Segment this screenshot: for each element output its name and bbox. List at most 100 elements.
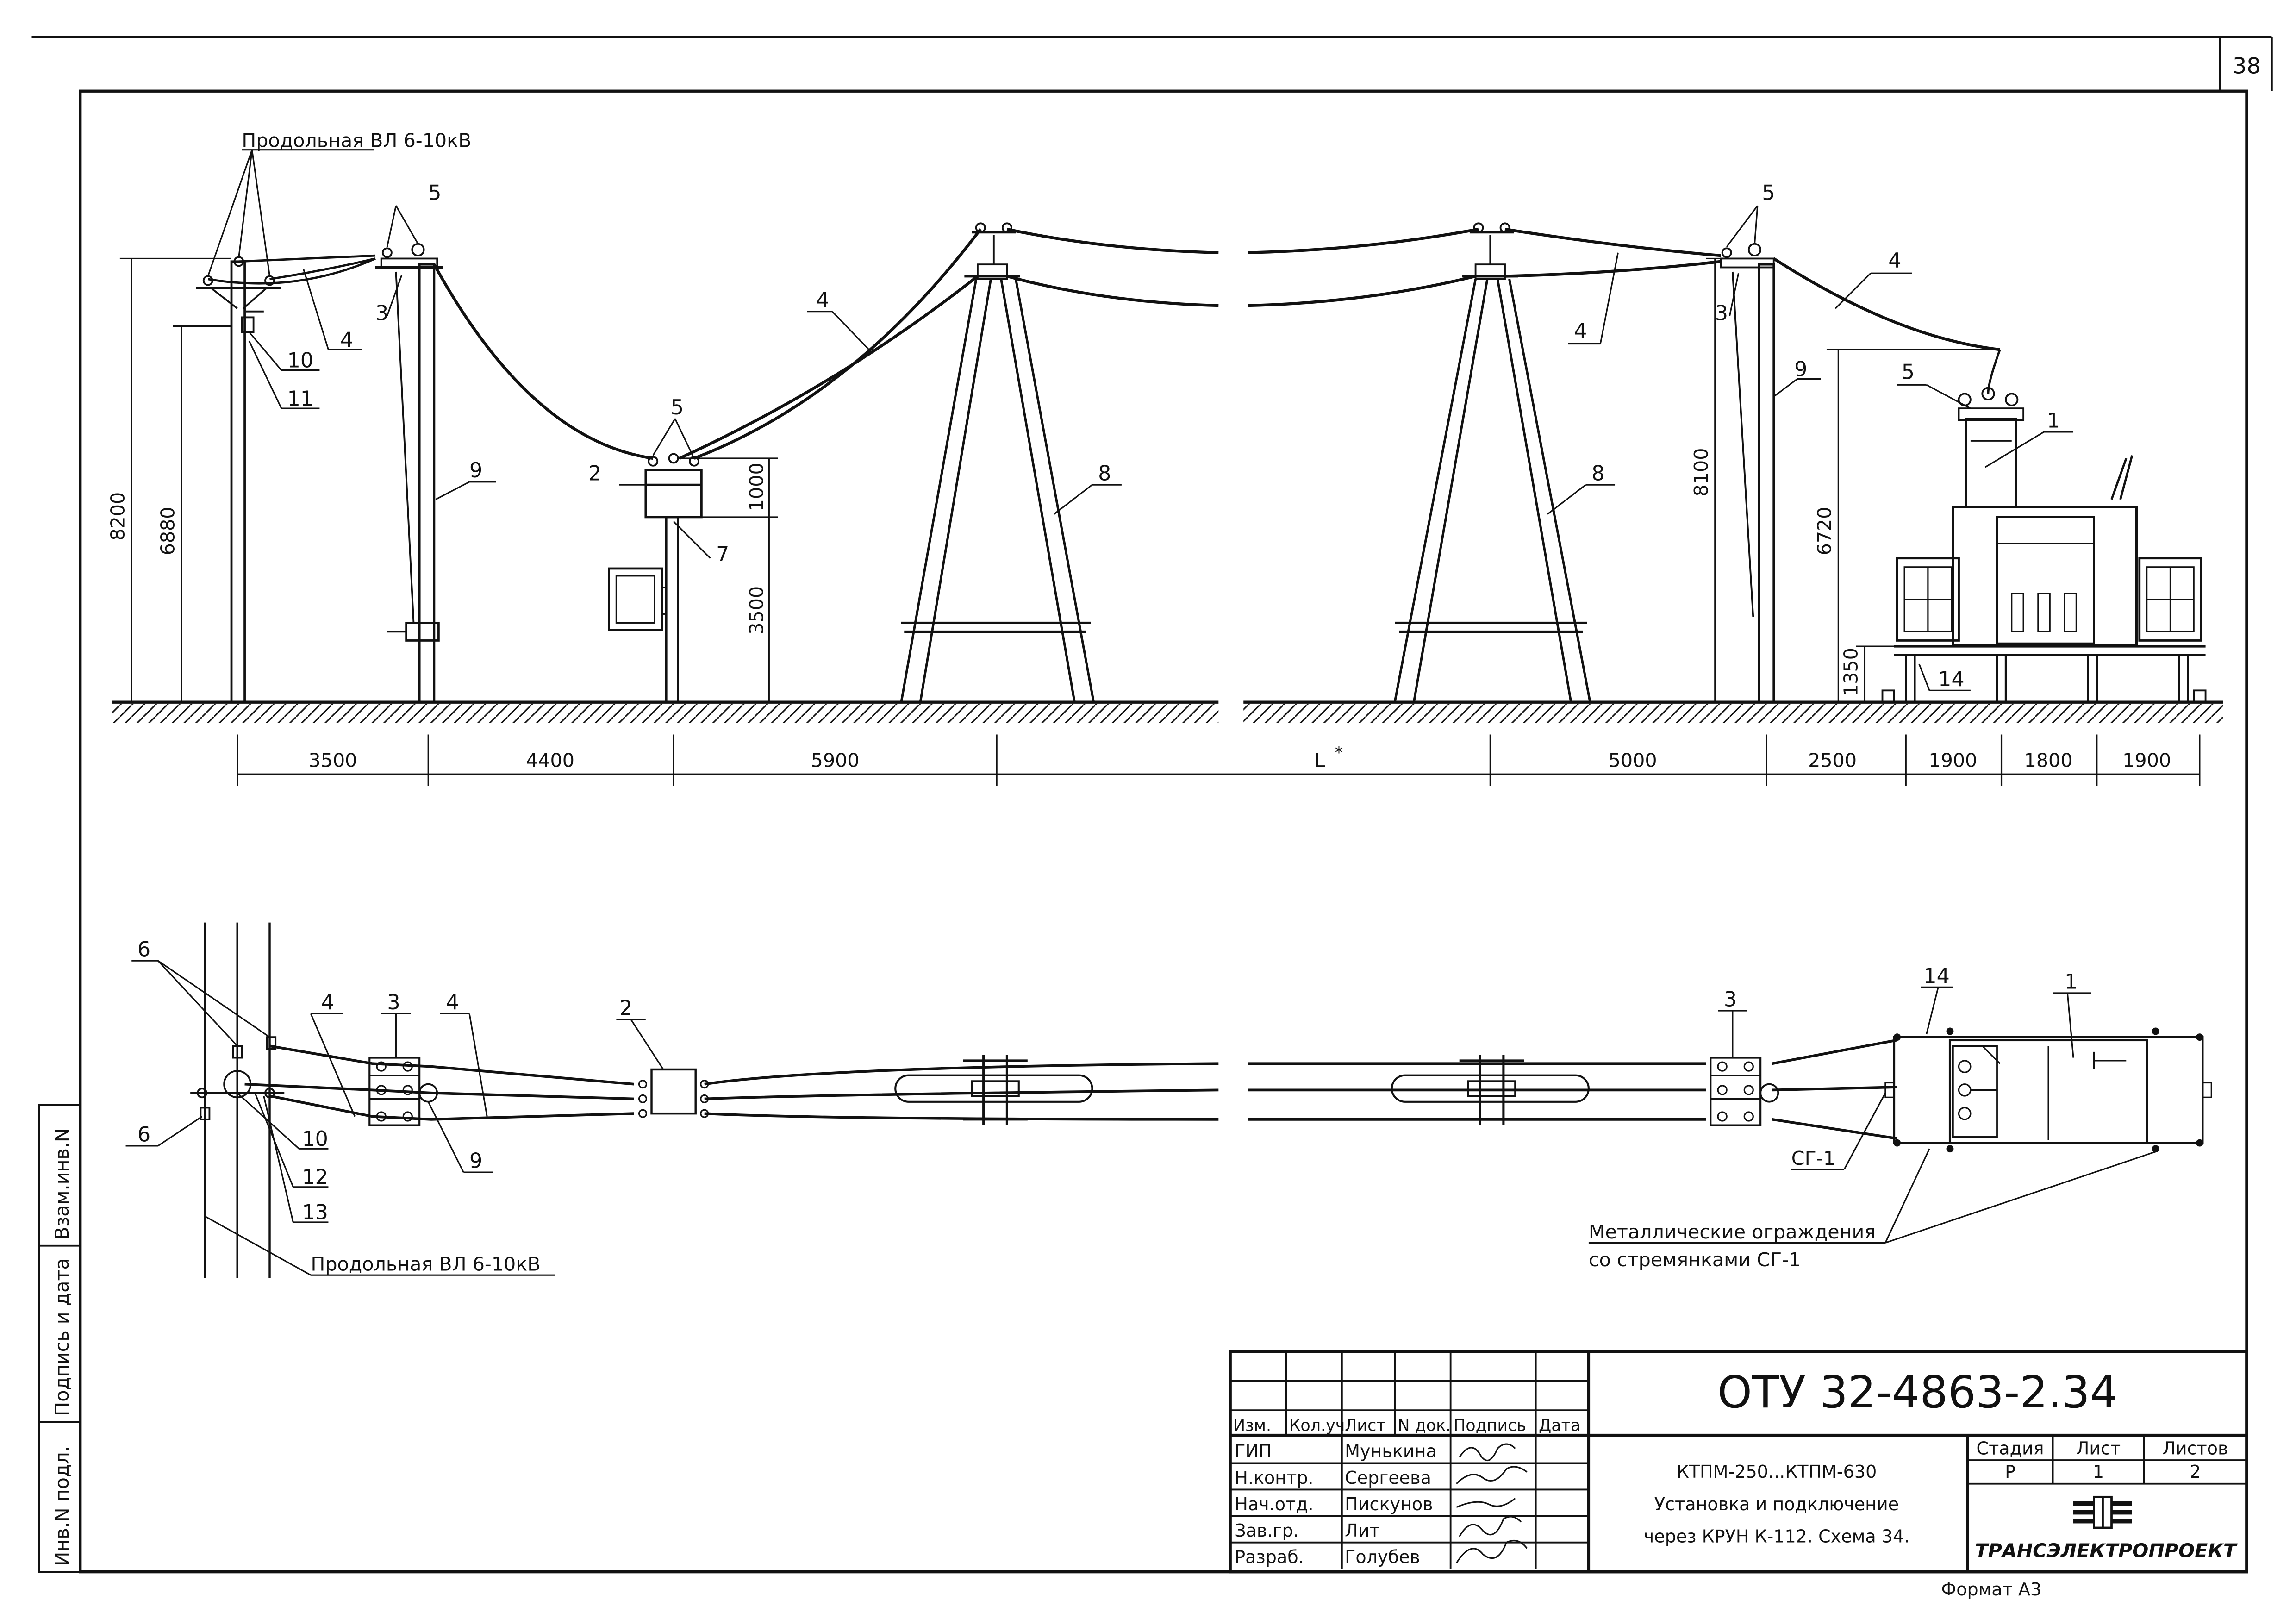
span-1800: 1800 — [2024, 749, 2073, 771]
plan-main-line — [190, 922, 285, 1278]
callout-2: 2 — [588, 462, 601, 486]
a-frame-support-right — [1393, 222, 1591, 703]
plan-disconnector-right — [1710, 1057, 1779, 1126]
krun-cabinet — [608, 453, 703, 704]
side-stamp-replace: Взам.инв.N — [51, 1128, 73, 1240]
callout-4d: 4 — [1888, 249, 1901, 272]
span-2500: 2500 — [1808, 749, 1857, 771]
callout-5a: 5 — [428, 181, 441, 205]
company-name: ТРАНСЭЛЕКТРОПРОЕКТ — [1975, 1539, 2238, 1562]
span-l-mark: * — [1335, 744, 1343, 762]
plan-ktpm — [1884, 1027, 2212, 1153]
side-stamp-sign: Подпись и дата — [51, 1258, 73, 1416]
callout-10: 10 — [287, 349, 314, 372]
span-1900a: 1900 — [1928, 749, 1977, 771]
company-logo-icon — [2073, 1495, 2132, 1529]
role-gip: ГИП — [1235, 1441, 1272, 1462]
stage-label: Стадия — [1977, 1438, 2044, 1458]
span-1900b: 1900 — [2122, 749, 2171, 771]
signatures — [1455, 1443, 1528, 1563]
line-label-elevation: Продольная ВЛ 6-10кВ — [242, 129, 471, 151]
plan-disconnector-left — [368, 1057, 438, 1126]
plan-callout-6a: 6 — [137, 938, 150, 962]
plan-callout-sg1: СГ-1 — [1791, 1147, 1835, 1169]
height-8200: 8200 — [106, 492, 129, 541]
fence-note-2: со стремянками СГ-1 — [1589, 1249, 1801, 1271]
elevation-callouts: Продольная ВЛ 6-10кВ 5 3 4 10 11 9 2 — [207, 129, 2074, 691]
elevation-dimensions: 8200 6880 1000 3500 8100 6720 1350 — [106, 257, 2201, 786]
fence-note-1: Металлические ограждения — [1589, 1221, 1876, 1243]
height-1350: 1350 — [1840, 648, 1862, 696]
plan-callout-10: 10 — [302, 1127, 328, 1151]
desc-line-1: КТПМ-250...КТПМ-630 — [1677, 1462, 1877, 1482]
sheet-value: 1 — [2093, 1462, 2104, 1482]
side-stamp-inv: Инв.N подл. — [51, 1446, 73, 1566]
line-label-plan: Продольная ВЛ 6-10кВ — [311, 1253, 540, 1275]
hdr-izm: Изм. — [1233, 1417, 1271, 1435]
callout-7: 7 — [716, 543, 729, 566]
height-8100: 8100 — [1690, 448, 1712, 497]
title-block: Изм. Кол.уч. Лист N док. Подпись Дата ГИ… — [1229, 1350, 2248, 1600]
a-frame-support-left — [900, 222, 1095, 703]
name-nachotd: Пискунов — [1345, 1494, 1433, 1514]
stage-value: Р — [2005, 1462, 2015, 1482]
height-6880: 6880 — [156, 506, 179, 555]
plan-callout-13: 13 — [302, 1201, 328, 1225]
callout-5b: 5 — [671, 396, 684, 419]
plan-branch-conductors — [244, 1038, 1897, 1140]
ktpm-substation — [1881, 387, 2207, 703]
hdr-kolich: Кол.уч. — [1289, 1417, 1350, 1435]
hdr-podpis: Подпись — [1454, 1417, 1526, 1435]
name-gip: Мунькина — [1345, 1441, 1437, 1462]
name-razrab: Голубев — [1345, 1547, 1420, 1567]
name-zavgr: Лит — [1345, 1520, 1380, 1541]
callout-3b: 3 — [1715, 302, 1728, 325]
hdr-list: Лист — [1345, 1417, 1385, 1435]
plan-callout-4b: 4 — [446, 991, 459, 1014]
callout-1-elev: 1 — [2047, 409, 2060, 432]
overhead-conductors — [207, 227, 2001, 460]
plan-a-frame-right — [1391, 1055, 1590, 1125]
ground-line — [112, 700, 2223, 723]
plan-a-frame-left — [894, 1055, 1093, 1125]
doc-code: ОТУ 32-4863-2.34 — [1717, 1367, 2118, 1418]
plan-callouts: 6 6 10 12 13 4 3 4 9 — [125, 938, 2156, 1276]
height-3500: 3500 — [746, 586, 768, 635]
plan-callout-6b: 6 — [137, 1123, 150, 1146]
sheet-frame: 38 — [31, 36, 2273, 1574]
branch-pole-right — [1720, 243, 1775, 704]
callout-4a: 4 — [340, 328, 353, 352]
callout-9b: 9 — [1794, 357, 1807, 381]
branch-pole-left — [375, 243, 443, 704]
height-6720: 6720 — [1813, 506, 1835, 555]
sheets-label: Листов — [2162, 1438, 2228, 1458]
plan-callout-14: 14 — [1923, 964, 1950, 988]
hdr-data: Дата — [1539, 1417, 1580, 1435]
callout-5c: 5 — [1762, 181, 1775, 205]
sheet-number: 38 — [2233, 54, 2261, 79]
plan-callout-3b: 3 — [1724, 988, 1737, 1012]
plan-view: 6 6 10 12 13 4 3 4 9 — [125, 922, 2212, 1278]
side-stamp: Инв.N подл. Подпись и дата Взам.инв.N — [38, 1104, 81, 1573]
plan-callout-3a: 3 — [387, 991, 400, 1014]
span-5000: 5000 — [1609, 749, 1657, 771]
hdr-ndok: N док. — [1398, 1417, 1451, 1435]
callout-4b: 4 — [816, 288, 829, 312]
plan-krun-cabinet — [638, 1068, 709, 1118]
callout-14-elev: 14 — [1938, 668, 1965, 691]
callout-5d: 5 — [1902, 361, 1915, 384]
role-zavgr: Зав.гр. — [1235, 1520, 1299, 1541]
callout-8a: 8 — [1098, 462, 1111, 486]
desc-line-3: через КРУН К-112. Схема 34. — [1644, 1526, 1910, 1547]
plan-callout-4a: 4 — [321, 991, 334, 1014]
height-1000: 1000 — [746, 463, 768, 511]
role-nachotd: Нач.отд. — [1235, 1494, 1313, 1514]
name-nkontr: Сергеева — [1345, 1468, 1431, 1488]
callout-11: 11 — [287, 387, 314, 411]
desc-line-2: Установка и подключение — [1654, 1494, 1899, 1514]
format-label: Формат А3 — [1941, 1579, 2041, 1600]
callout-9a: 9 — [469, 459, 482, 482]
span-5900: 5900 — [811, 749, 860, 771]
sheets-value: 2 — [2190, 1462, 2201, 1482]
